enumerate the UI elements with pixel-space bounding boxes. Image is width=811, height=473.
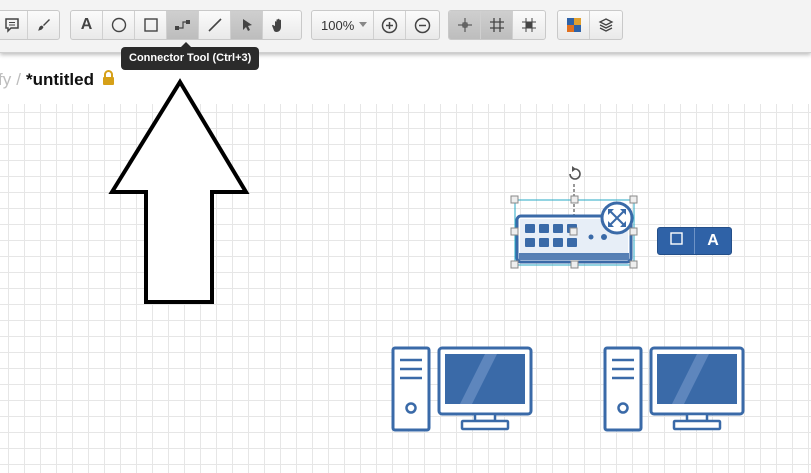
shape-text-label: A bbox=[707, 232, 719, 249]
pan-hand-icon bbox=[271, 17, 287, 33]
document-title[interactable]: *untitled bbox=[25, 70, 94, 89]
breadcrumb: fy / *untitled bbox=[0, 68, 115, 92]
shape-quick-toolbar: A bbox=[657, 227, 732, 255]
pointer-tool-button[interactable] bbox=[231, 11, 263, 39]
comment-button[interactable] bbox=[0, 11, 29, 39]
breadcrumb-separator: / bbox=[16, 70, 21, 89]
rotate-handle-icon bbox=[569, 166, 581, 180]
pointer-tool-icon bbox=[239, 17, 255, 33]
shape-text-button[interactable]: A bbox=[695, 228, 731, 254]
zoom-in-button[interactable] bbox=[374, 11, 406, 39]
ellipse-tool-button[interactable] bbox=[103, 11, 135, 39]
panels-group bbox=[557, 10, 623, 40]
zoom-out-button[interactable] bbox=[406, 11, 438, 39]
grid-toggle-icon bbox=[489, 17, 505, 33]
text-tool-button[interactable]: A bbox=[71, 11, 103, 39]
snap-to-grid-button[interactable] bbox=[513, 11, 545, 39]
connector-tool-tooltip: Connector Tool (Ctrl+3) bbox=[121, 42, 260, 70]
snap-to-grid-icon bbox=[521, 17, 537, 33]
format-brush-button[interactable] bbox=[28, 11, 59, 39]
pan-hand-button[interactable] bbox=[263, 11, 295, 39]
connector-tool-icon bbox=[174, 17, 192, 33]
computer-shape-2[interactable] bbox=[602, 346, 748, 434]
breadcrumb-parent[interactable]: fy bbox=[0, 70, 12, 89]
up-arrow-shape[interactable] bbox=[108, 78, 253, 308]
layers-button[interactable] bbox=[590, 11, 622, 39]
color-palette-icon bbox=[566, 17, 582, 33]
comment-icon bbox=[4, 17, 20, 33]
tools-group: A bbox=[70, 10, 302, 40]
zoom-out-icon bbox=[414, 17, 431, 34]
format-brush-icon bbox=[36, 17, 52, 33]
layers-icon bbox=[598, 17, 614, 33]
color-palette-button[interactable] bbox=[558, 11, 590, 39]
network-switch-shape[interactable] bbox=[508, 164, 642, 272]
shape-style-button[interactable] bbox=[658, 228, 695, 254]
grid-toggle-button[interactable] bbox=[481, 11, 513, 39]
zoom-group: 100% bbox=[311, 10, 440, 40]
zoom-select[interactable]: 100% bbox=[312, 11, 374, 39]
computer-shape-1[interactable] bbox=[390, 346, 536, 434]
connector-tool-button[interactable] bbox=[167, 11, 199, 39]
rectangle-tool-button[interactable] bbox=[135, 11, 167, 39]
chevron-down-icon bbox=[359, 22, 368, 28]
grid-group bbox=[448, 10, 546, 40]
line-tool-icon bbox=[207, 17, 223, 33]
zoom-in-icon bbox=[381, 17, 398, 34]
ellipse-tool-icon bbox=[111, 17, 127, 33]
main-toolbar: A bbox=[0, 0, 811, 53]
rectangle-tool-icon bbox=[143, 17, 159, 33]
snap-guides-button[interactable] bbox=[449, 11, 481, 39]
zoom-value: 100% bbox=[321, 17, 355, 33]
comment-brush-group bbox=[0, 10, 60, 40]
snap-guides-icon bbox=[457, 17, 473, 33]
lock-icon[interactable] bbox=[102, 70, 115, 90]
text-tool-label: A bbox=[80, 16, 93, 33]
square-icon bbox=[669, 232, 683, 250]
line-tool-button[interactable] bbox=[199, 11, 231, 39]
